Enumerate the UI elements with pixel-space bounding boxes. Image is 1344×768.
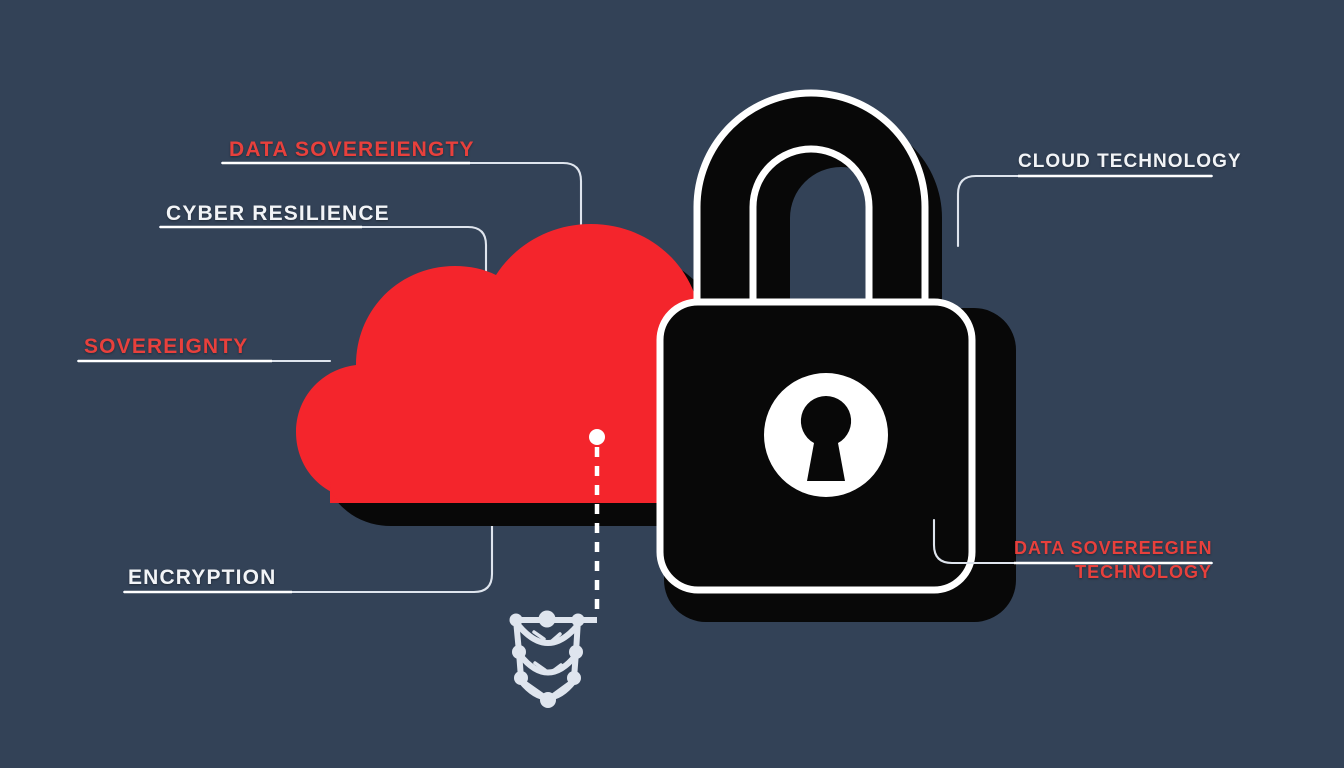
leader-line-data-sovereiengty: [220, 161, 583, 302]
label-encryption: ENCRYPTION: [128, 566, 277, 589]
label-technology-line2: TECHNOLOGY: [1075, 562, 1212, 583]
leader-line-cyber-resilience: [158, 225, 488, 302]
cloud-base-round: [330, 455, 725, 503]
padlock-shackle: [693, 89, 929, 314]
label-data-sovereegien-technology: DATA SOVEREEGIEN TECHNOLOGY: [1014, 538, 1212, 583]
label-cyber-resilience: CYBER RESILIENCE: [166, 202, 390, 225]
label-data-sovereiengty: DATA SOVEREIENGTY: [229, 138, 475, 161]
keyhole-shape: [800, 395, 852, 481]
connector-dot: [589, 429, 605, 445]
leader-line-encryption: [122, 498, 494, 594]
label-cloud-technology: CLOUD TECHNOLOGY: [1018, 151, 1242, 172]
leader-line-data-sovereegien: [932, 518, 1214, 565]
label-data-sovereegien-line1: DATA SOVEREEGIEN: [1014, 538, 1213, 558]
network-mesh-icon: [509, 610, 597, 708]
leader-line-cloud-technology: [956, 174, 1214, 248]
label-sovereignty: SOVEREIGNTY: [84, 335, 249, 358]
